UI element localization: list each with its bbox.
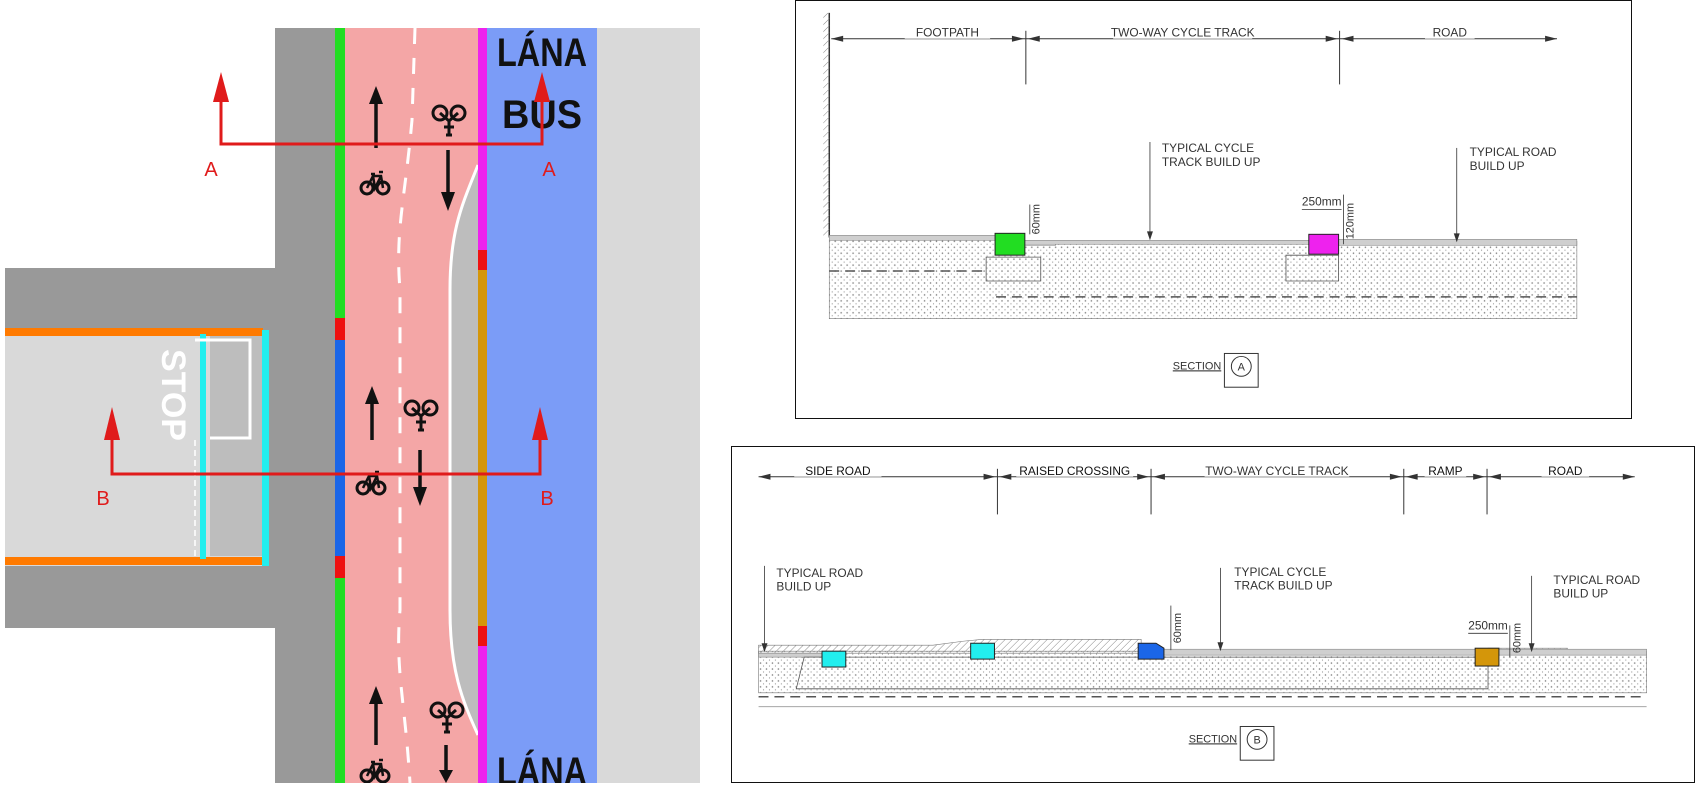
buffer-island xyxy=(450,165,478,735)
section-line-b xyxy=(110,432,542,476)
section-b-tag-circle xyxy=(1246,728,1268,750)
dim-label-footpath: FOOTPATH xyxy=(916,26,979,40)
orange-line-top xyxy=(5,328,263,336)
dim-label-side-road: SIDE ROAD xyxy=(805,464,870,478)
section-a-drawing: FOOTPATH TWO-WAY CYCLE TRACK ROAD 60mm 2… xyxy=(823,12,1578,388)
wall-hatch xyxy=(823,12,830,238)
verge-surface xyxy=(597,28,700,783)
callout-road-build-up-2: BUILD UP xyxy=(776,580,831,594)
dim-label-cycle-track: TWO-WAY CYCLE TRACK xyxy=(1205,464,1348,478)
stop-box-line xyxy=(195,338,252,440)
measure-60mm: 60mm xyxy=(1512,623,1524,653)
blue-kerb xyxy=(1137,642,1165,660)
cyan-line-inner xyxy=(200,334,206,559)
dim-label-cycle-track: TWO-WAY CYCLE TRACK xyxy=(1111,26,1255,40)
section-a-caption: SECTION xyxy=(1173,360,1221,372)
sub-base-layer xyxy=(828,238,1578,320)
measure-120mm: 120mm xyxy=(1344,203,1356,239)
section-a-tag-circle xyxy=(1230,355,1252,377)
gold-kerb xyxy=(1474,647,1500,667)
callout-cycle-build-up-2: TRACK BUILD UP xyxy=(1162,155,1261,169)
plan-view: STOP LÁNA BUS LÁNA A A B B xyxy=(5,27,700,783)
dim-label-road: ROAD xyxy=(1433,26,1468,40)
island-edge xyxy=(448,164,480,736)
up-arrow-icon xyxy=(369,86,383,148)
callout-cycle-build-up-1: TYPICAL CYCLE xyxy=(1234,565,1326,579)
down-arrow-icon xyxy=(441,150,455,211)
green-kerb xyxy=(994,232,1026,256)
footpath-surface-layer xyxy=(829,235,1003,241)
down-arrow-icon xyxy=(413,450,427,506)
orange-line-bottom xyxy=(5,557,263,565)
bus-lane-text-top-1: LÁNA xyxy=(497,30,587,75)
section-arrow-icon xyxy=(213,72,229,102)
section-b-drawing: SIDE ROAD RAISED CROSSING TWO-WAY CYCLE … xyxy=(758,464,1647,761)
red-marker xyxy=(478,626,487,646)
dim-label-road: ROAD xyxy=(1548,464,1582,478)
red-marker xyxy=(478,250,487,270)
down-arrow-icon xyxy=(439,745,453,783)
section-b-tag-letter: B xyxy=(1253,734,1260,746)
cycle-track-surface xyxy=(345,28,478,783)
section-a-right-label: A xyxy=(542,159,556,181)
section-b-tag-box xyxy=(1239,725,1275,761)
bus-lane-surface xyxy=(487,28,597,783)
callout-road-build-up-1: TYPICAL ROAD xyxy=(1470,145,1557,159)
section-a-tag-box xyxy=(1223,352,1259,388)
measure-250mm: 250mm xyxy=(1302,195,1342,209)
blue-kerb-line xyxy=(335,340,345,556)
up-arrow-icon xyxy=(365,386,379,440)
road-surface-layer xyxy=(758,652,829,658)
section-b-panel: SIDE ROAD RAISED CROSSING TWO-WAY CYCLE … xyxy=(731,446,1695,783)
section-a-tag-letter: A xyxy=(1238,361,1246,373)
callout-cycle-build-up-2: TRACK BUILD UP xyxy=(1234,579,1332,593)
section-b-right-label: B xyxy=(540,488,553,510)
red-marker xyxy=(335,556,345,578)
dim-label-ramp: RAMP xyxy=(1428,464,1462,478)
cyan-kerb xyxy=(821,650,847,668)
dim-label-raised-crossing: RAISED CROSSING xyxy=(1019,464,1130,478)
magenta-kerb xyxy=(1308,233,1340,255)
section-a-left-label: A xyxy=(204,159,218,181)
callout-road-build-up-1: TYPICAL ROAD xyxy=(776,566,863,580)
measure-60mm: 60mm xyxy=(1031,204,1043,234)
raised-crossing-ramp xyxy=(758,638,1142,654)
kerb-foundation xyxy=(1285,254,1339,282)
measure-60mm: 60mm xyxy=(1172,613,1184,643)
crossing-strip xyxy=(210,336,262,556)
section-arrow-icon xyxy=(104,407,120,440)
road-surface-layer xyxy=(1338,239,1578,246)
up-arrow-icon xyxy=(369,686,383,745)
cyan-line-outer xyxy=(262,330,269,566)
cyan-kerb xyxy=(970,642,995,660)
callout-road-build-up-3: TYPICAL ROAD xyxy=(1553,573,1640,587)
section-arrow-icon xyxy=(532,407,548,440)
bus-lane-text-bottom: LÁNA xyxy=(497,749,587,783)
callout-road-build-up-2: BUILD UP xyxy=(1470,159,1525,173)
kerb-foundation xyxy=(985,256,1042,282)
section-line-a xyxy=(219,95,544,146)
crossing-foundation xyxy=(795,656,1489,690)
measure-250mm: 250mm xyxy=(1468,618,1508,632)
gold-kerb-line xyxy=(478,270,487,626)
section-b-caption: SECTION xyxy=(1189,733,1237,745)
red-marker xyxy=(335,318,345,340)
section-a-panel: FOOTPATH TWO-WAY CYCLE TRACK ROAD 60mm 2… xyxy=(795,0,1632,419)
section-b-left-label: B xyxy=(96,488,109,510)
callout-cycle-build-up-1: TYPICAL CYCLE xyxy=(1162,141,1254,155)
stop-marking: STOP xyxy=(154,349,192,441)
callout-road-build-up-4: BUILD UP xyxy=(1553,587,1608,601)
cycle-surface-layer xyxy=(1140,648,1647,656)
section-arrow-icon xyxy=(534,72,550,102)
